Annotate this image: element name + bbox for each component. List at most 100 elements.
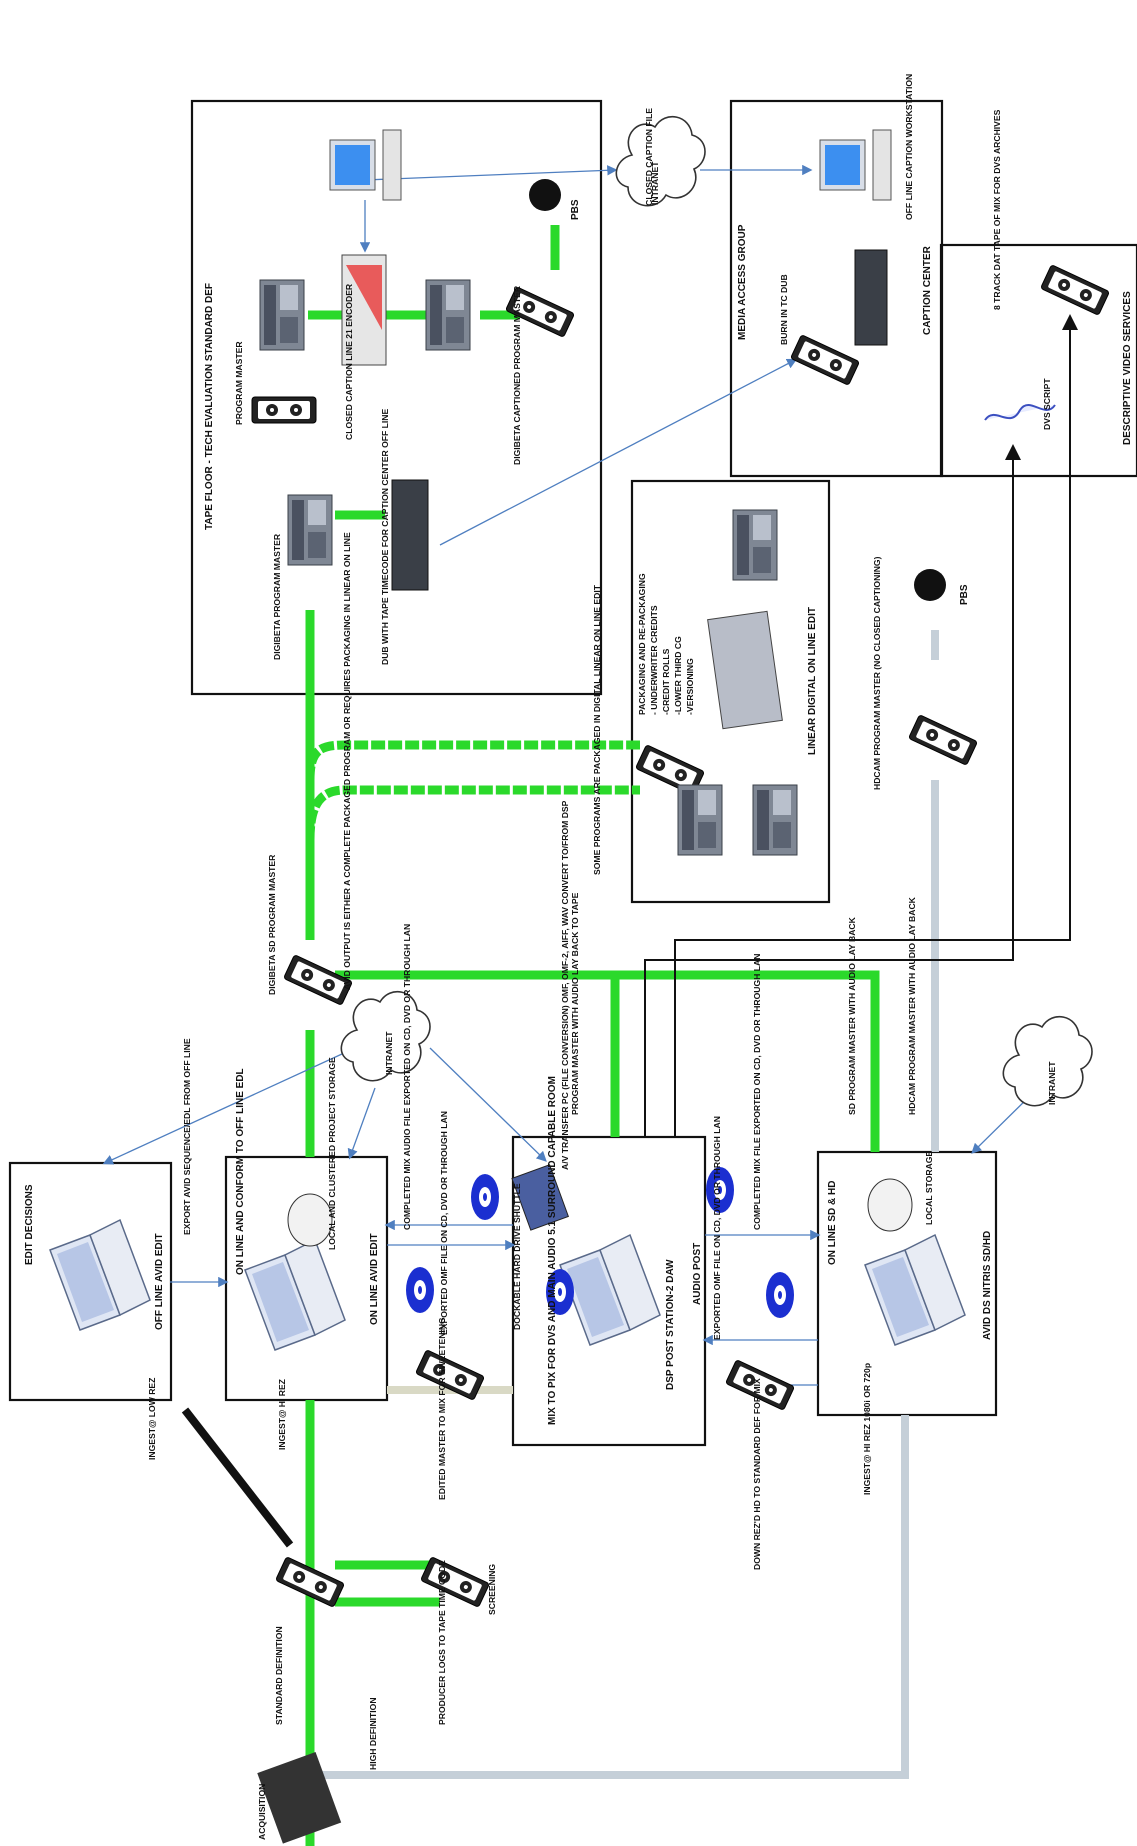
intranet-label: INTRANET [384, 1031, 394, 1075]
standard-def-label: STANDARD DEFINITION [274, 1626, 284, 1725]
packaging-item: -VERSIONING [685, 658, 695, 715]
hdcam-master-label: HDCAM PROGRAM MASTER (NO CLOSED CAPTIONI… [872, 556, 882, 790]
tape-deck-icon [677, 784, 723, 856]
cc-encoder-label: CLOSED CAPTION LINE 21 ENCODER [344, 283, 354, 440]
laptop-icon [864, 1234, 966, 1346]
export-avid-label: EXPORT AVID SEQUENCE/EDL FROM OFF LINE [182, 1038, 192, 1235]
intranet-label: INTRANET [1047, 1061, 1057, 1105]
disc-icon [766, 1272, 794, 1318]
online-sd-hd-label: ON LINE SD & HD [827, 1181, 838, 1265]
tape-deck-icon [287, 494, 333, 566]
digibeta-program-master-label: DIGIBETA PROGRAM MASTER [272, 533, 282, 660]
hard-drive-shuttle-icon [511, 1164, 570, 1231]
tape-deck-icon [425, 279, 471, 351]
intranet-cloud-icon [615, 115, 706, 207]
hdcam-master-audio-label: HDCAM PROGRAM MASTER WITH AUDIO LAY BACK [907, 896, 917, 1115]
switcher-icon [707, 610, 783, 730]
avid-ds-title: AVID DS NITRIS SD/HD [982, 1231, 993, 1340]
digibeta-captioned-label: DIGIBETA CAPTIONED PROGRAM MASTER [512, 285, 522, 465]
disc-icon [406, 1267, 434, 1313]
high-def-label: HIGH DEFINITION [368, 1697, 378, 1770]
exported-omf-ds-label: EXPORTED OMF FILE ON CD, DVD OR THROUGH … [712, 1116, 722, 1340]
edited-master-label: EDITED MASTER TO MIX FOR SWEETENING [437, 1317, 447, 1500]
linear-edit-title: LINEAR DIGITAL ON LINE EDIT [807, 607, 818, 755]
tape-deck-icon [732, 509, 778, 581]
burn-in-label: BURN IN TC DUB [779, 274, 789, 345]
pbs-logo-icon [914, 569, 946, 601]
vtr-deck-icon [391, 479, 429, 591]
tape-icon [908, 714, 978, 766]
caption-center-title: CAPTION CENTER [922, 245, 933, 335]
pbs-label: PBS [959, 584, 970, 605]
offline-edit-title: OFF LINE AVID EDIT [154, 1233, 165, 1330]
sd-master-audio-label: SD PROGRAM MASTER WITH AUDIO LAY BACK [847, 916, 857, 1115]
offline-caption-ws-label: OFF LINE CAPTION WORKSTATION [904, 74, 914, 220]
disc-icon [471, 1174, 499, 1220]
tape-icon [1040, 264, 1110, 316]
encoder-graphic-icon [346, 265, 382, 330]
tape-floor-box [190, 99, 603, 696]
labels: TAPE FLOOR - TECH EVALUATION STANDARD DE… [24, 74, 1133, 1840]
intranet-label: INTRANET [650, 161, 660, 205]
laptop-icon [559, 1234, 661, 1346]
laptop-icon [49, 1219, 151, 1331]
media-access-title: MEDIA ACCESS GROUP [737, 224, 748, 340]
ingest-hi-label: INGEST@ HI REZ [277, 1379, 287, 1450]
screening-label: SCREENING [487, 1564, 497, 1615]
vtr-deck-icon [854, 249, 888, 346]
audio-post-title: AUDIO POST [692, 1243, 703, 1305]
ingest-hd-label: INGEST@ HI REZ 1080i OR 720p [862, 1363, 872, 1495]
pbs-logo-icon [529, 179, 561, 211]
caption-center-box [939, 243, 1137, 478]
packaging-item: - UNDERWRITER CREDITS [649, 605, 659, 715]
producer-logs-label: PRODUCER LOGS TO TAPE TIME CODE [437, 1560, 447, 1725]
tape-floor-title: TAPE FLOOR - TECH EVALUATION STANDARD DE… [204, 283, 215, 530]
program-master-label: PROGRAM MASTER [234, 341, 244, 425]
closed-caption-file-label: CLOSED CAPTION FILE [644, 108, 654, 206]
completed-mix-online-label: COMPLETED MIX AUDIO FILE EXPORTED ON CD,… [402, 924, 412, 1230]
pbs-label: PBS [570, 199, 581, 220]
dsp-station-title: DSP POST STATION-2 DAW [665, 1259, 676, 1390]
local-storage-label: LOCAL STORAGE [924, 1151, 934, 1225]
acquisition-label: ACQUISITION [257, 1784, 267, 1840]
local-clustered-label: LOCAL AND CLUSTERED PROJECT STORAGE [327, 1057, 337, 1250]
audio-post-box [511, 1135, 707, 1447]
storage-drum-icon [867, 1178, 913, 1232]
edit-decisions-title: EDIT DECISIONS [24, 1184, 35, 1265]
tape-icon [790, 334, 860, 386]
dub-with-tape-label: DUB WITH TAPE TIMECODE FOR CAPTION CENTE… [380, 409, 390, 665]
packaging-item: -LOWER THIRD CG [673, 636, 683, 715]
digibeta-sd-label: DIGIBETA SD PROGRAM MASTER [267, 854, 277, 995]
linear-edit-box [630, 479, 831, 904]
completed-mix-ds-label: COMPLETED MIX FILE EXPORTED ON CD, DVD O… [752, 954, 762, 1230]
packaging-item: -CREDIT ROLLS [661, 648, 671, 715]
down-rez-label: DOWN REZ'D HD TO STANDARD DEF FOR MIX [752, 1378, 762, 1570]
dat-tape-label: 8 TRACK DAT TAPE OF MIX FOR DVS ARCHIVES [992, 109, 1002, 310]
laptop-icon [244, 1239, 346, 1351]
online-edit-title: ON LINE AVID EDIT [369, 1233, 380, 1325]
ingest-low-label: INGEST@ LOW REZ [147, 1378, 157, 1460]
exported-omf-online-label: EXPORTED OMF FILE ON CD, DVD OR THROUGH … [439, 1111, 449, 1335]
avid-output-label: AVID OUTPUT IS EITHER A COMPLETE PACKAGE… [342, 532, 352, 990]
dvs-script-icon [984, 404, 1056, 421]
computer-icon [329, 129, 402, 201]
some-programs-label: SOME PROGRAMS ARE PACKAGED IN DIGITAL LI… [592, 584, 602, 875]
gray-flows [320, 630, 939, 1779]
tape-icon [251, 396, 317, 424]
mix-to-pix-label: MIX TO PIX FOR DVS AND MAIN AUDIO 5.1 SU… [547, 1076, 558, 1425]
tape-deck-icon [752, 784, 798, 856]
av-transfer-label: A/V TRANSFER PC (FILE CONVERSION) OMF, O… [560, 800, 570, 1170]
program-master-audio-label: PROGRAM MASTER WITH AUDIO LAY BACK TO TA… [570, 892, 580, 1115]
online-conform-label: ON LINE AND CONFORM TO OFF LINE EDL [235, 1068, 246, 1275]
dvs-title: DESCRIPTIVE VIDEO SERVICES [1122, 291, 1133, 445]
dvs-script-label: DVS SCRIPT [1042, 378, 1052, 430]
caption-workstation-icon [819, 129, 892, 201]
storage-drum-icon [287, 1193, 333, 1247]
tape-deck-icon [259, 279, 305, 351]
camera-icon [257, 1751, 342, 1844]
black-links [181, 314, 1078, 1548]
packaging-label: PACKAGING AND RE-PACKAGING [637, 573, 647, 715]
dockable-label: DOCKABLE HARD DRIVE SHUTTLE [512, 1183, 522, 1330]
